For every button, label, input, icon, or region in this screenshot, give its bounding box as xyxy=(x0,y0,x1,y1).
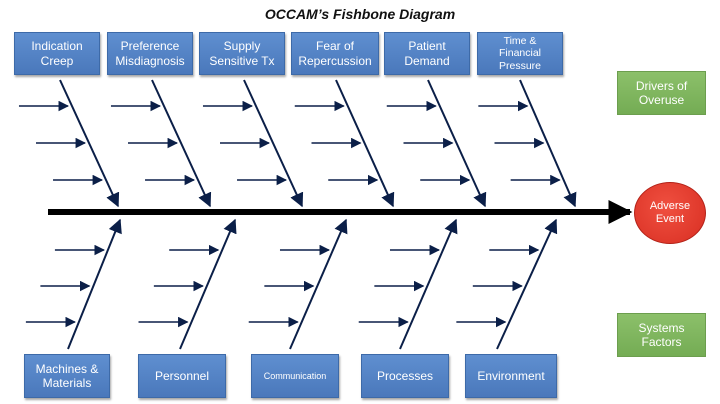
systems-factors-box: Systems Factors xyxy=(617,313,706,357)
cause-box-personnel: Personnel xyxy=(138,354,226,398)
cause-box-patient-demand: Patient Demand xyxy=(384,32,470,75)
cause-label: Indication Creep xyxy=(31,39,83,68)
diagram-title: OCCAM’s Fishbone Diagram xyxy=(264,6,456,22)
cause-box-fear-of-repercussion: Fear of Repercussion xyxy=(291,32,379,75)
cause-box-environment: Environment xyxy=(465,354,557,398)
drivers-label: Drivers of Overuse xyxy=(635,78,688,107)
adverse-event-label: Adverse Event xyxy=(649,199,691,225)
cause-label: Machines & Materials xyxy=(35,361,99,390)
cause-box-communication: Communication xyxy=(251,354,339,398)
cause-label: Processes xyxy=(376,368,434,383)
cause-bone xyxy=(399,218,458,350)
cause-label: Environment xyxy=(477,368,545,383)
cause-box-indication-creep: Indication Creep xyxy=(14,32,100,75)
adverse-event-circle: Adverse Event xyxy=(634,182,706,244)
systems-label: Systems Factors xyxy=(638,320,685,349)
cause-label: Communication xyxy=(263,370,327,381)
cause-bone xyxy=(427,79,487,208)
drivers-of-overuse-box: Drivers of Overuse xyxy=(617,71,706,115)
cause-label: Time & Financial Pressure xyxy=(498,34,542,72)
cause-box-machines-materials: Machines & Materials xyxy=(24,354,110,398)
cause-bone xyxy=(496,218,558,350)
cause-label: Fear of Repercussion xyxy=(298,39,372,68)
cause-label: Patient Demand xyxy=(404,39,450,68)
cause-bone xyxy=(289,218,348,350)
cause-bone xyxy=(335,79,395,208)
cause-bone xyxy=(179,218,237,350)
cause-bone xyxy=(519,79,577,208)
cause-label: Supply Sensitive Tx xyxy=(209,39,275,68)
cause-bone xyxy=(243,79,304,208)
cause-label: Preference Misdiagnosis xyxy=(115,39,185,68)
cause-box-time-financial-pressure: Time & Financial Pressure xyxy=(477,32,563,75)
cause-bone xyxy=(59,79,120,208)
cause-bone xyxy=(67,218,122,350)
cause-bone xyxy=(151,79,212,208)
cause-label: Personnel xyxy=(154,368,210,383)
cause-box-preference-misdiagnosis: Preference Misdiagnosis xyxy=(107,32,193,75)
cause-box-supply-sensitive-tx: Supply Sensitive Tx xyxy=(199,32,285,75)
cause-box-processes: Processes xyxy=(361,354,449,398)
